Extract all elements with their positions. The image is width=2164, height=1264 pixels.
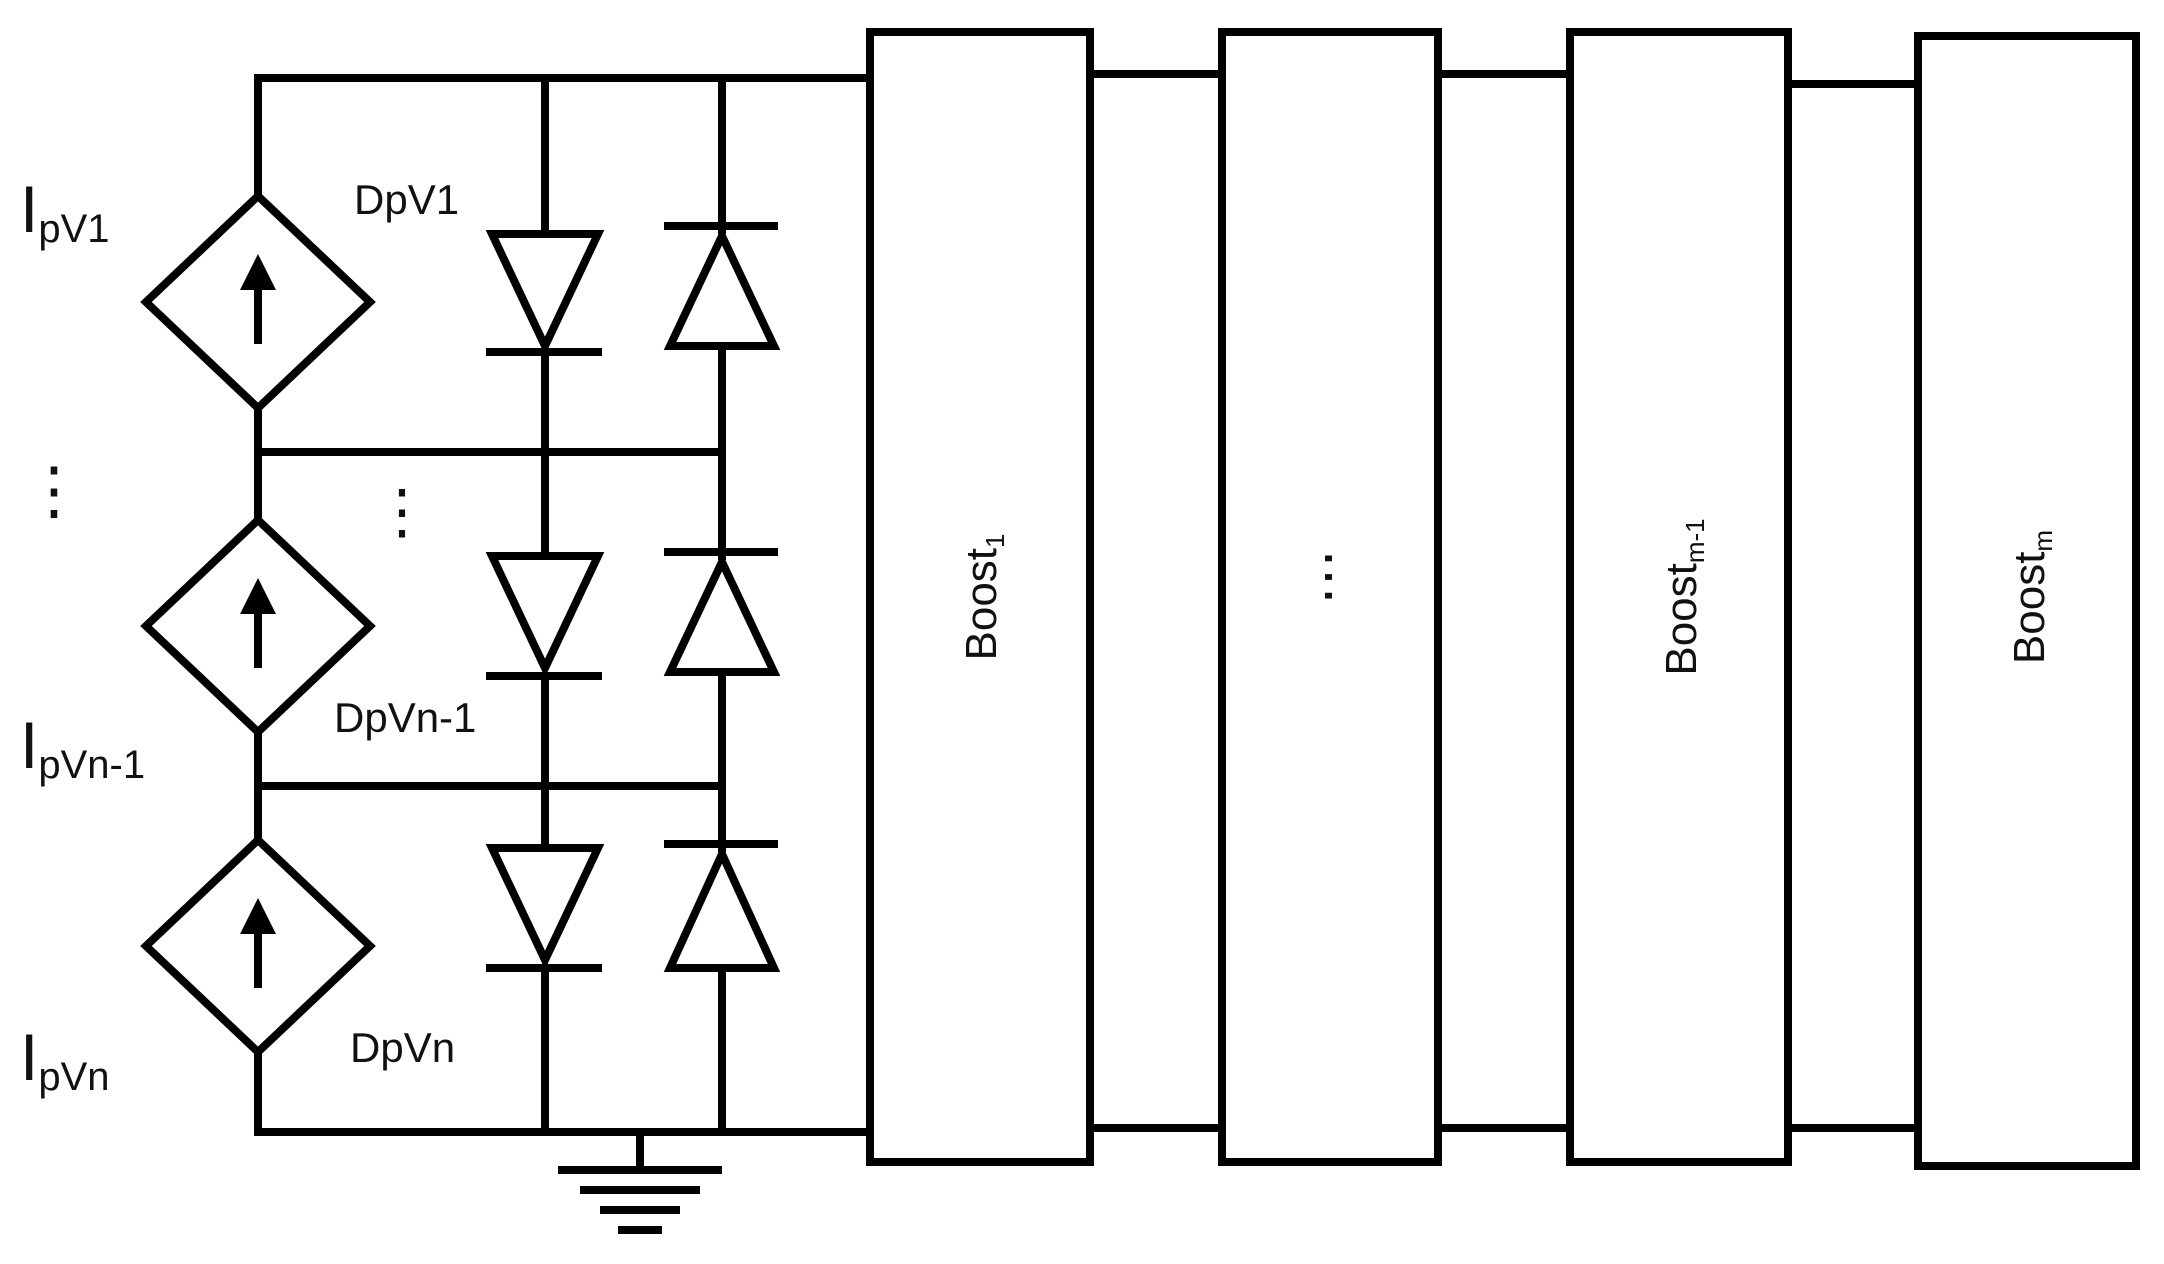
diode-up-2 xyxy=(663,548,781,676)
boost-chain xyxy=(866,28,2140,1170)
boost-label-2: ⋯ xyxy=(1295,549,1358,605)
diode-dpvn-1 xyxy=(485,552,605,680)
arrow-up-icon xyxy=(240,578,276,614)
diode-up-3 xyxy=(663,840,781,972)
current-source-3 xyxy=(140,834,376,1058)
ground-icon xyxy=(558,1166,722,1234)
boost-label-4: Boostm xyxy=(2005,530,2058,664)
source-label-3: IpVn xyxy=(20,1020,110,1099)
boost-box-1 xyxy=(866,28,1094,1166)
boost-label-1: Boost1 xyxy=(957,534,1010,661)
diode-label-1: DpV1 xyxy=(354,176,459,223)
wiring xyxy=(254,74,872,1172)
arrow-up-icon xyxy=(240,254,276,290)
diode-label-3: DpVn xyxy=(350,1024,455,1071)
boost-box-4 xyxy=(1914,32,2140,1170)
diode-label-2: DpVn-1 xyxy=(334,694,476,741)
diode-dpvn xyxy=(485,844,605,972)
boost-box-2 xyxy=(1218,28,1442,1166)
boost-box-3 xyxy=(1566,28,1792,1166)
diode-up-1 xyxy=(663,222,781,350)
current-source-2 xyxy=(140,514,376,738)
current-source-1 xyxy=(140,190,376,414)
source-label-2: IpVn-1 xyxy=(20,708,145,787)
source-label-1: IpV1 xyxy=(20,172,110,251)
ellipsis-diodes: ⋮ xyxy=(372,478,432,545)
ellipsis-sources: ⋮ xyxy=(22,454,86,526)
arrow-up-icon xyxy=(240,898,276,934)
boost-label-3: Boostm-1 xyxy=(1657,518,1710,675)
diode-dpv1 xyxy=(485,230,605,356)
